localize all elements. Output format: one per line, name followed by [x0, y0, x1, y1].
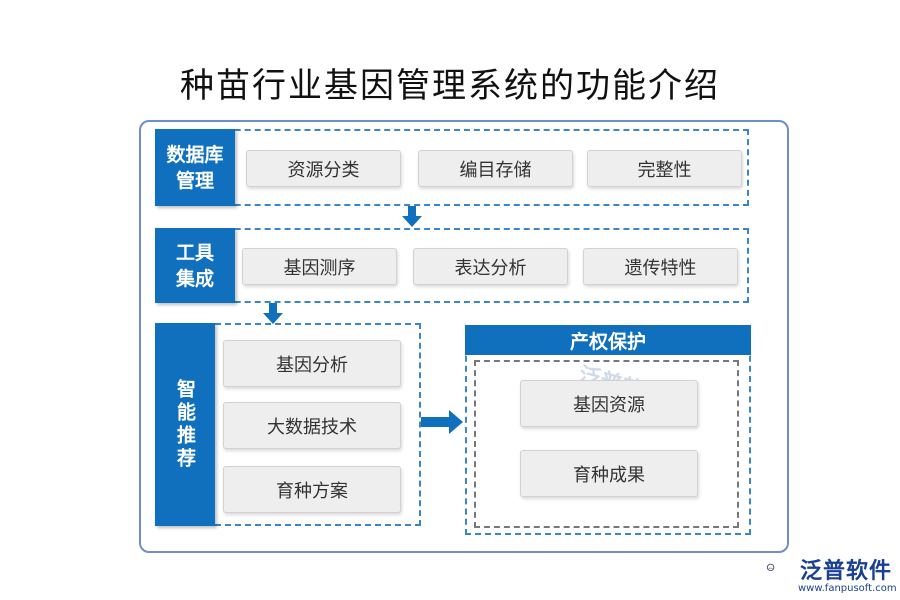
item-breeding-results: 育种成果: [520, 450, 698, 497]
brand-logo-icon: [766, 563, 775, 572]
arrow-down-icon: [263, 303, 283, 324]
smart-label: 智能推荐: [155, 323, 215, 526]
item-expression-analysis: 表达分析: [413, 248, 568, 285]
item-gene-sequencing: 基因测序: [242, 248, 397, 285]
item-gene-analysis: 基因分析: [223, 340, 401, 387]
item-resource-classification: 资源分类: [246, 150, 401, 187]
arrow-right-icon: [421, 410, 463, 434]
item-integrity: 完整性: [587, 150, 742, 187]
item-catalog-storage: 编目存储: [418, 150, 573, 187]
arrow-down-icon: [402, 206, 422, 227]
page-title: 种苗行业基因管理系统的功能介绍: [180, 66, 720, 106]
item-big-data: 大数据技术: [223, 402, 401, 449]
ip-inner-frame: [474, 360, 739, 528]
tools-label: 工具 集成: [155, 228, 235, 303]
brand-name: 泛普软件: [800, 559, 893, 584]
database-label: 数据库 管理: [155, 129, 235, 206]
item-breeding-plan: 育种方案: [223, 466, 401, 513]
item-gene-resources: 基因资源: [520, 380, 698, 427]
item-genetic-traits: 遗传特性: [583, 248, 738, 285]
ip-label: 产权保护: [465, 325, 751, 355]
diagram-frame: [139, 120, 789, 553]
brand-url: www.fanpusoft.com: [798, 583, 897, 594]
